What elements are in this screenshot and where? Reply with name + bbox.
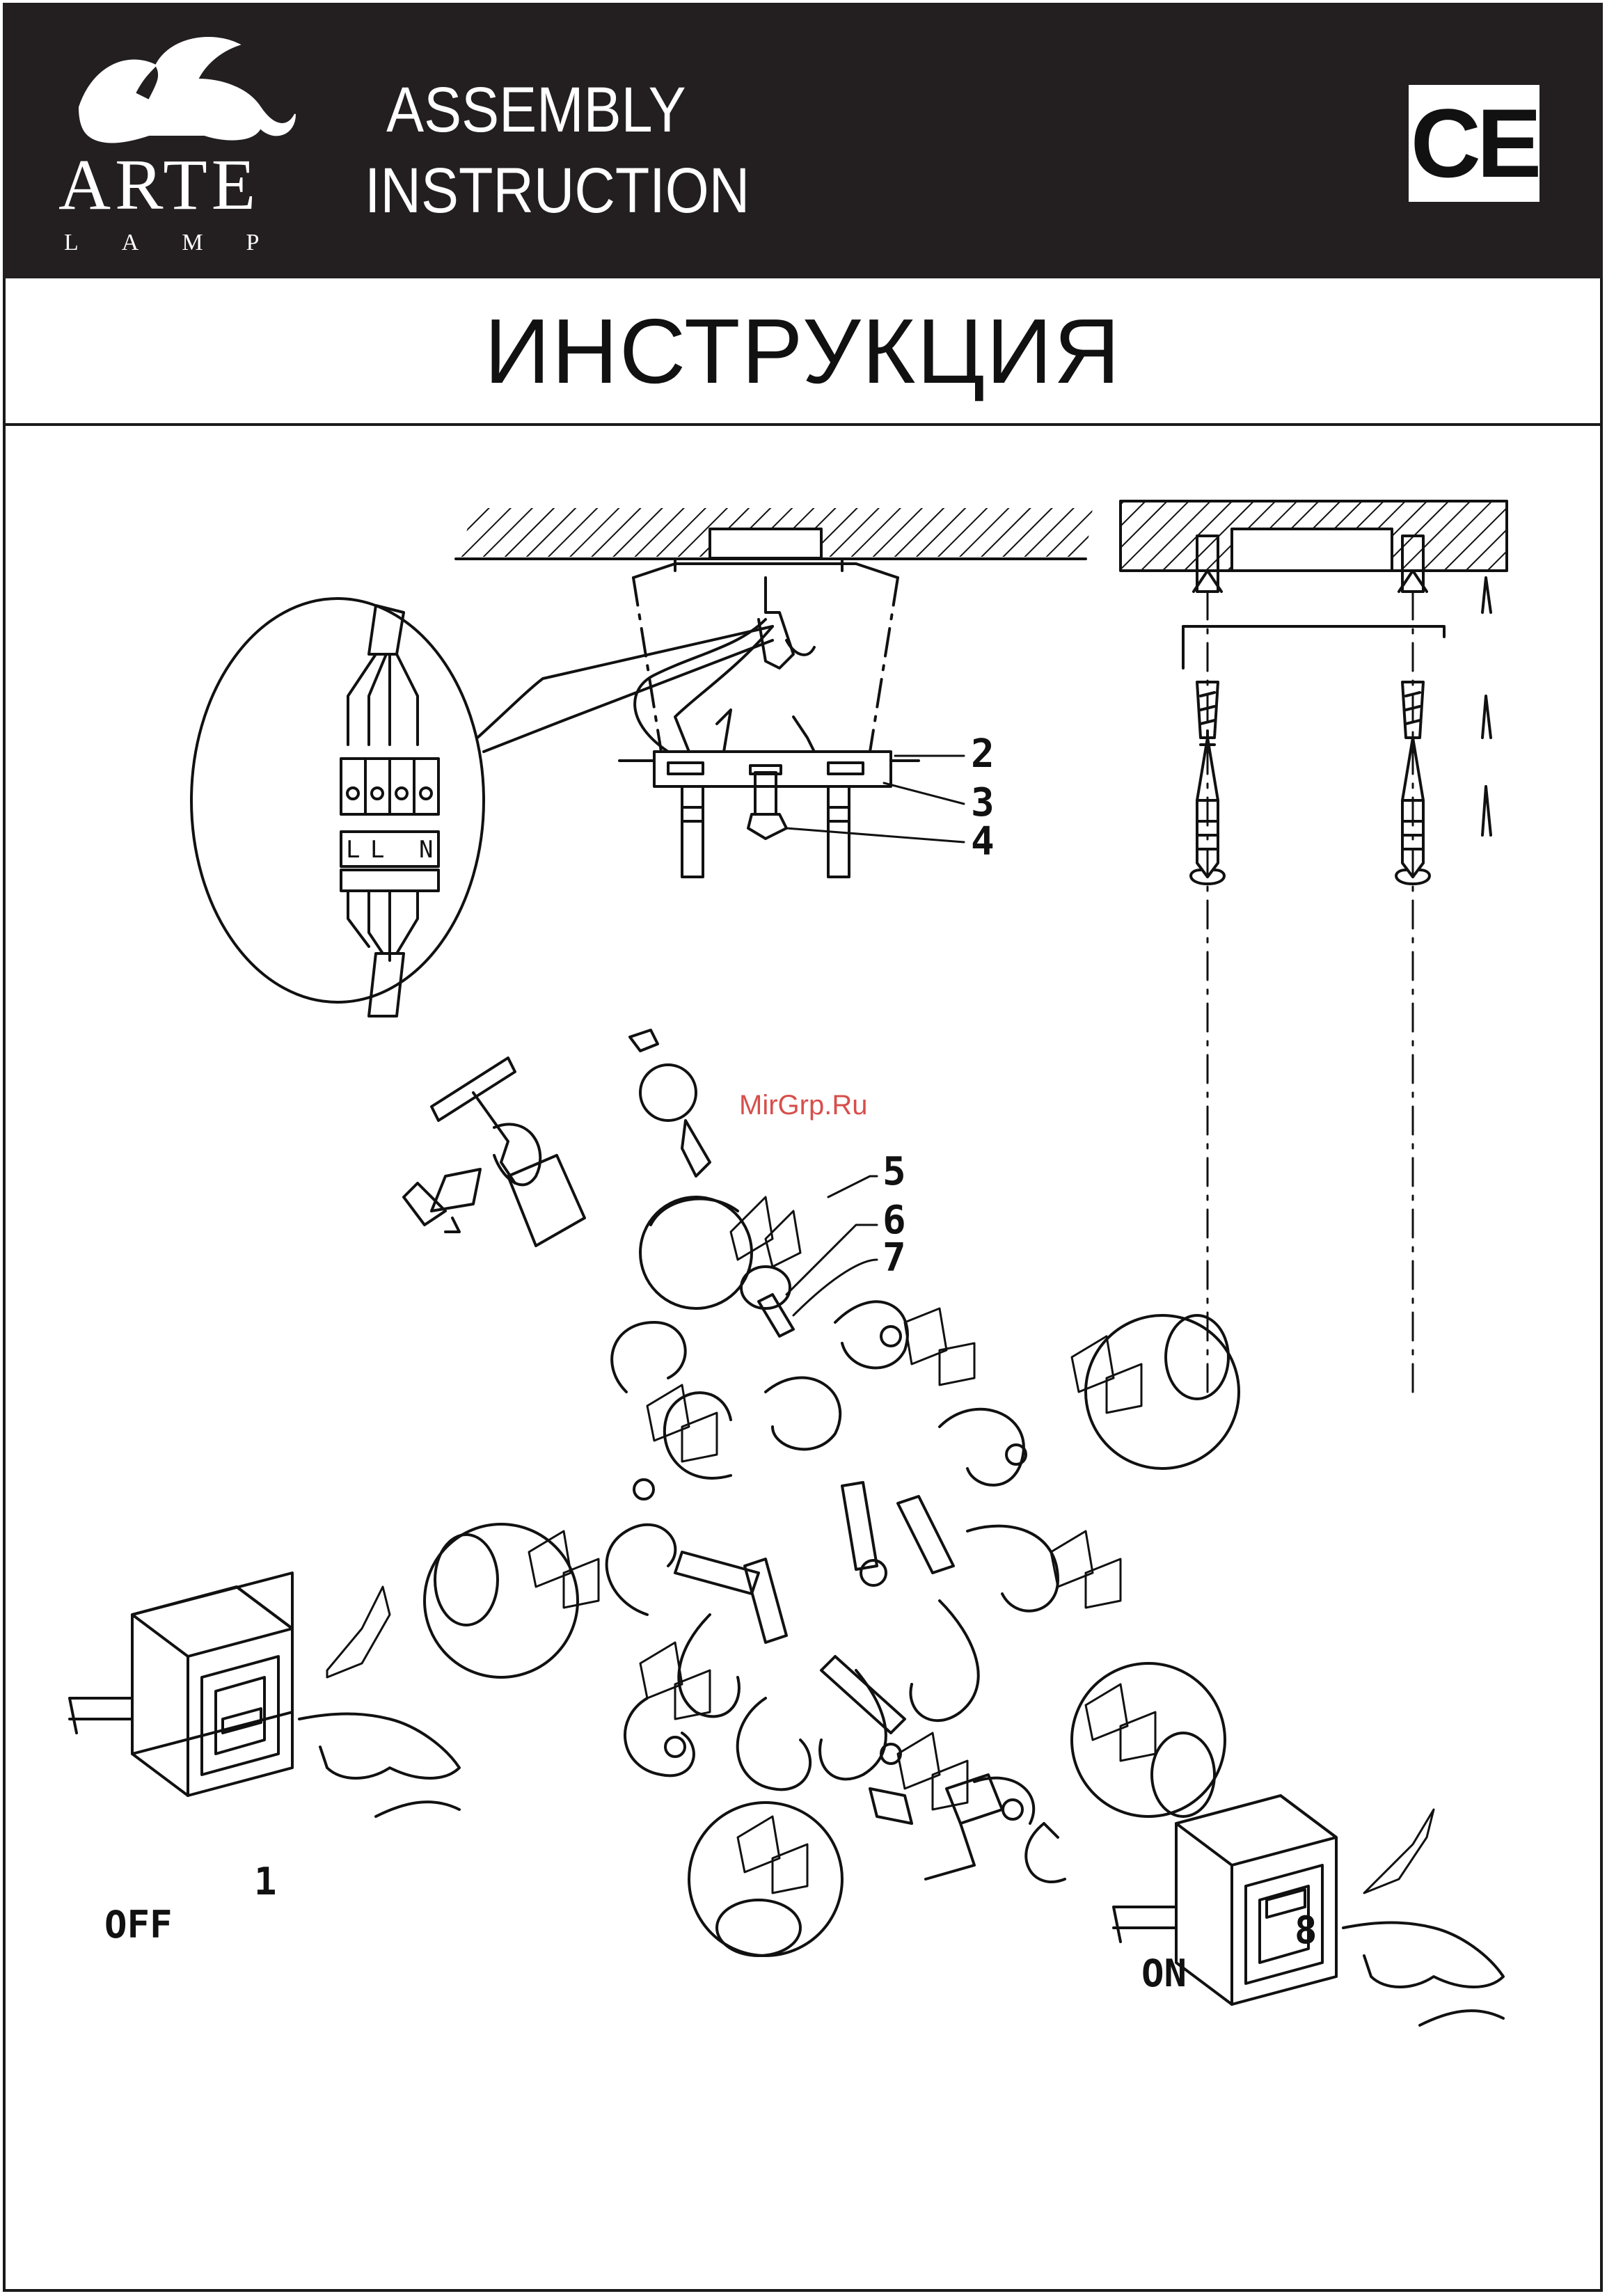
callout-5: 5 [882, 1153, 906, 1191]
callout-7: 7 [882, 1239, 906, 1278]
switch-off-drawing [132, 1573, 292, 1754]
terminal-label-n: N [419, 836, 433, 864]
butterfly-ornaments [529, 1197, 1155, 1893]
step-8-number: 8 [1295, 1911, 1317, 1950]
bulb-socket-drawing [404, 1030, 658, 1246]
callout-2: 2 [971, 735, 995, 774]
callout-6: 6 [882, 1201, 906, 1240]
step-8-state: ON [1141, 1954, 1187, 1993]
switch-off-box [70, 1587, 459, 1816]
watermark-text: MirGrp.Ru [739, 1090, 867, 1121]
terminal-labels: L L N [346, 836, 433, 864]
callout-3: 3 [971, 784, 995, 823]
callout-4: 4 [971, 823, 995, 862]
step-1-state: OFF [104, 1906, 173, 1945]
chandelier-top-view-drawing [425, 1065, 1239, 1956]
terminal-label-l2: L [370, 836, 384, 864]
ceiling-mount-drawing [456, 508, 1093, 877]
terminal-label-l1: L [346, 836, 360, 864]
anchor-bolt-drawing [1121, 501, 1507, 1392]
step-1-number: 1 [254, 1862, 277, 1901]
